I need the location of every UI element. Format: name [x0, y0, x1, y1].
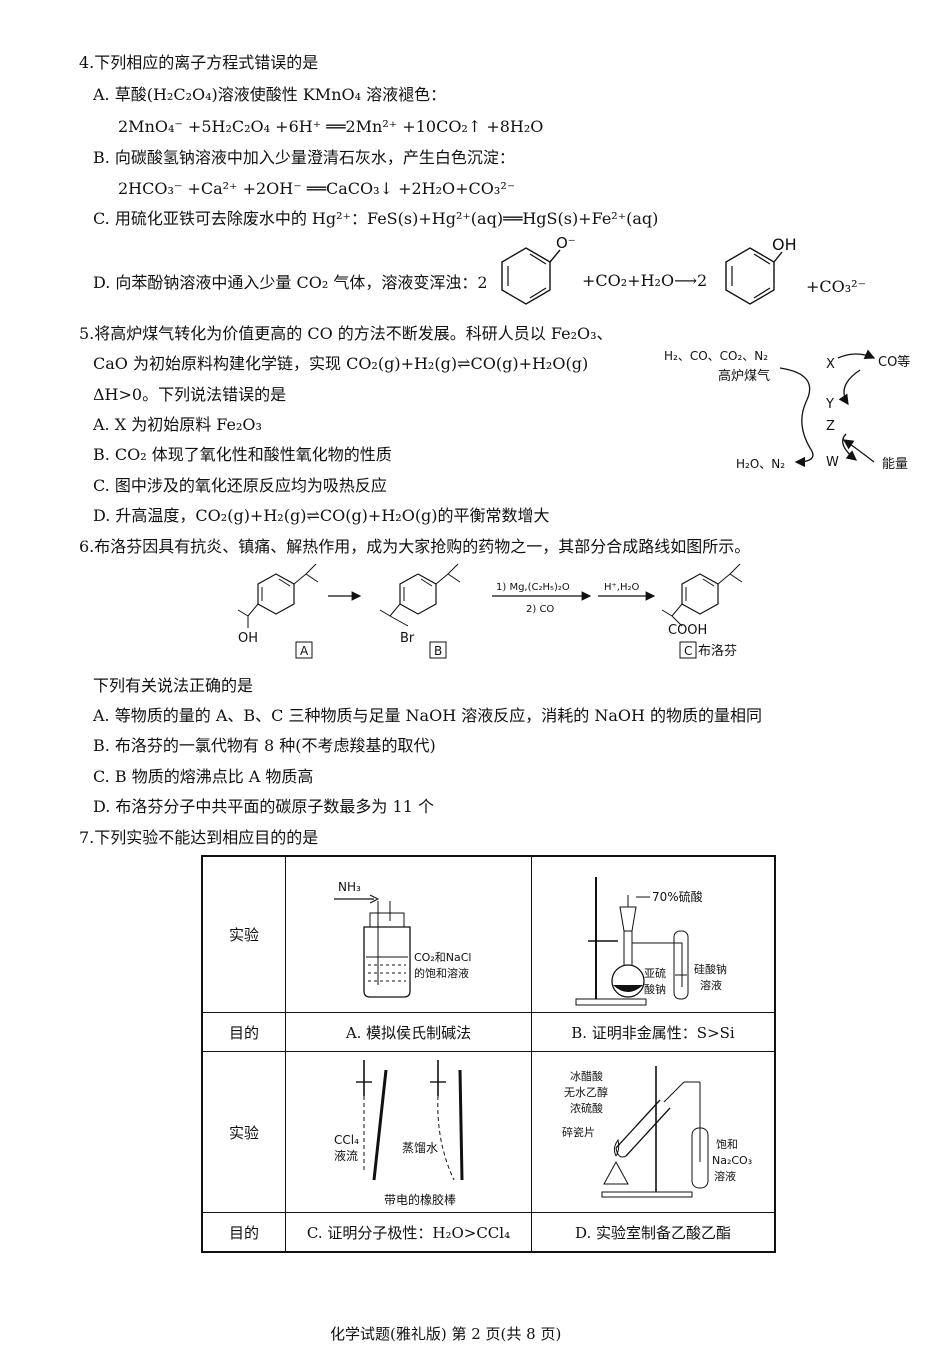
q5-chemical-loop-diagram: H₂、CO、CO₂、N₂ 高炉煤气 CO等 H₂O、N₂ 能量 X Y Z W — [664, 349, 910, 472]
q7-b-solid-1: 亚硫 — [644, 966, 666, 980]
q6-stem: 6.布洛芬因具有抗炎、镇痛、解热作用，成为大家抢购的药物之一，其部分合成路线如图… — [79, 537, 751, 556]
q7-c-rod: 带电的橡胶棒 — [384, 1192, 456, 1207]
q5-stem-line2: CaO 为初始原料构建化学链，实现 CO₂(g)+H₂(g)⇌CO(g)+H₂O… — [93, 354, 589, 373]
q5-option-b: B. CO₂ 体现了氧化性和酸性氧化物的性质 — [93, 445, 392, 464]
q6-synthesis-scheme: OH A Br B 1) Mg,(C₂H₅)₂O 2) CO H⁺,H₂O CO… — [237, 563, 743, 659]
q7-d-reagent-2: 无水乙醇 — [564, 1085, 608, 1099]
q4-phenol-label: OH — [772, 236, 797, 254]
q7-row-experiment-2: 实验 — [201, 1051, 286, 1213]
q7-row-goal-2: 目的 — [201, 1212, 286, 1253]
q6-c-label: C — [684, 644, 692, 658]
q5-option-a: A. X 为初始原料 Fe₂O₃ — [93, 415, 262, 434]
q5-out-top: CO等 — [878, 354, 910, 370]
q5-energy: 能量 — [882, 457, 908, 472]
q6-molecule-c: COOH C 布洛芬 — [661, 563, 743, 659]
q5-node-z: Z — [826, 419, 835, 434]
q6-molecule-a: OH A — [237, 563, 319, 659]
q7-d-chip: 碎瓷片 — [562, 1125, 595, 1139]
q7-b-tube-1: 硅酸钠 — [694, 962, 727, 976]
q7-stem: 7.下列实验不能达到相应目的的是 — [79, 828, 319, 847]
page-footer: 化学试题(雅礼版) 第 2 页(共 8 页) — [330, 1325, 562, 1343]
q4-option-d: D. 向苯酚钠溶液中通入少量 CO₂ 气体，溶液变浑浊：2 — [93, 273, 488, 292]
q6-option-c: C. B 物质的熔沸点比 A 物质高 — [93, 767, 314, 786]
q5-node-x: X — [826, 357, 835, 372]
q4-option-c: C. 用硫化亚铁可去除废水中的 Hg²⁺：FeS(s)+Hg²⁺(aq)══Hg… — [93, 209, 659, 228]
q5-gas-name: 高炉煤气 — [718, 368, 770, 384]
q7-b-tube-2: 溶液 — [700, 978, 722, 992]
q5-option-c: C. 图中涉及的氧化还原反应均为吸热反应 — [93, 476, 387, 495]
q7-c-water: 蒸馏水 — [402, 1141, 438, 1155]
q6-ask: 下列有关说法正确的是 — [93, 676, 254, 695]
q6-c-cooh: COOH — [668, 623, 707, 638]
q7-a-goal: A. 模拟侯氏制碱法 — [285, 1012, 532, 1052]
q7-d-goal: D. 实验室制备乙酸乙酯 — [531, 1212, 776, 1253]
q4-option-d-end: +CO₃²⁻ — [806, 277, 867, 296]
q7-experiment-table: 实验 NH₃ CO₂和NaCl 的饱和溶液 — [201, 855, 776, 1253]
q4-option-b: B. 向碳酸氢钠溶液中加入少量澄清石灰水，产生白色沉淀： — [93, 148, 515, 167]
q7-d-reagent-3: 浓硫酸 — [570, 1101, 603, 1115]
q6-cond2: H⁺,H₂O — [604, 582, 640, 593]
q5-node-w: W — [826, 455, 839, 470]
q6-b-br: Br — [400, 631, 415, 646]
q6-c-name: 布洛芬 — [698, 644, 737, 659]
q7-c-ccl4-1: CCl₄ — [334, 1133, 359, 1147]
q7-a-nh3: NH₃ — [338, 880, 361, 894]
q7-a-solution-1: CO₂和NaCl — [414, 951, 471, 964]
q7-cell-a-apparatus: NH₃ CO₂和NaCl 的饱和溶液 — [285, 855, 532, 1013]
q6-molecule-b: Br B — [379, 563, 461, 659]
q6-cond1-top: 1) Mg,(C₂H₅)₂O — [496, 582, 570, 593]
q4-phenoxide-structure: O⁻ — [501, 236, 576, 305]
q6-cond1-bot: 2) CO — [526, 604, 554, 615]
q6-option-b: B. 布洛芬的一氯代物有 8 种(不考虑羧基的取代) — [93, 736, 436, 755]
q6-a-label: A — [300, 644, 309, 658]
q7-cell-c-apparatus: CCl₄ 液流 蒸馏水 带电的橡胶棒 — [285, 1051, 532, 1213]
q7-cell-b-apparatus: 70%硫酸 亚硫 酸钠 硅酸钠 溶液 — [531, 855, 776, 1013]
q7-b-solid-2: 酸钠 — [644, 982, 666, 996]
q4-option-b-equation: 2HCO₃⁻ +Ca²⁺ +2OH⁻ ══CaCO₃↓ +2H₂O+CO₃²⁻ — [118, 179, 516, 198]
q4-phenoxide-label: O⁻ — [556, 236, 576, 252]
q5-gas-in: H₂、CO、CO₂、N₂ — [664, 349, 768, 363]
q5-stem-line1: 5.将高炉煤气转化为价值更高的 CO 的方法不断发展。科研人员以 Fe₂O₃、 — [79, 324, 613, 343]
q7-cell-d-apparatus: 冰醋酸 无水乙醇 浓硫酸 碎瓷片 饱和 Na₂CO₃ 溶液 — [531, 1051, 776, 1213]
q4-stem: 4.下列相应的离子方程式错误的是 — [79, 53, 319, 72]
q6-b-label: B — [434, 644, 442, 658]
q7-d-reagent-1: 冰醋酸 — [570, 1069, 603, 1083]
q7-row-experiment-1: 实验 — [201, 855, 286, 1013]
q5-node-y: Y — [825, 397, 834, 412]
q7-row-goal-1: 目的 — [201, 1012, 286, 1052]
q6-a-oh: OH — [238, 631, 258, 646]
q7-d-tube-2: Na₂CO₃ — [712, 1154, 752, 1167]
q4-phenol-structure: OH — [725, 236, 797, 305]
q7-a-solution-2: 的饱和溶液 — [414, 966, 469, 980]
q4-option-a: A. 草酸(H₂C₂O₄)溶液使酸性 KMnO₄ 溶液褪色： — [93, 85, 447, 104]
q5-out-bottom: H₂O、N₂ — [736, 457, 785, 471]
q7-d-tube-1: 饱和 — [716, 1137, 738, 1151]
q5-stem-line3: ΔH>0。下列说法错误的是 — [93, 385, 287, 404]
q4-option-d-middle: +CO₂+H₂O⟶2 — [582, 271, 708, 290]
q7-c-goal: C. 证明分子极性：H₂O>CCl₄ — [285, 1212, 532, 1253]
q4-option-a-equation: 2MnO₄⁻ +5H₂C₂O₄ +6H⁺ ══2Mn²⁺ +10CO₂↑ +8H… — [118, 117, 544, 136]
q7-b-goal: B. 证明非金属性：S>Si — [531, 1012, 776, 1052]
q6-option-a: A. 等物质的量的 A、B、C 三种物质与足量 NaOH 溶液反应，消耗的 Na… — [93, 706, 763, 725]
q7-b-acid: 70%硫酸 — [652, 889, 703, 904]
q6-option-d: D. 布洛芬分子中共平面的碳原子数最多为 11 个 — [93, 797, 434, 816]
q5-option-d: D. 升高温度，CO₂(g)+H₂(g)⇌CO(g)+H₂O(g)的平衡常数增大 — [93, 506, 550, 525]
q7-d-tube-3: 溶液 — [714, 1169, 736, 1183]
q7-c-ccl4-2: 液流 — [334, 1148, 358, 1163]
